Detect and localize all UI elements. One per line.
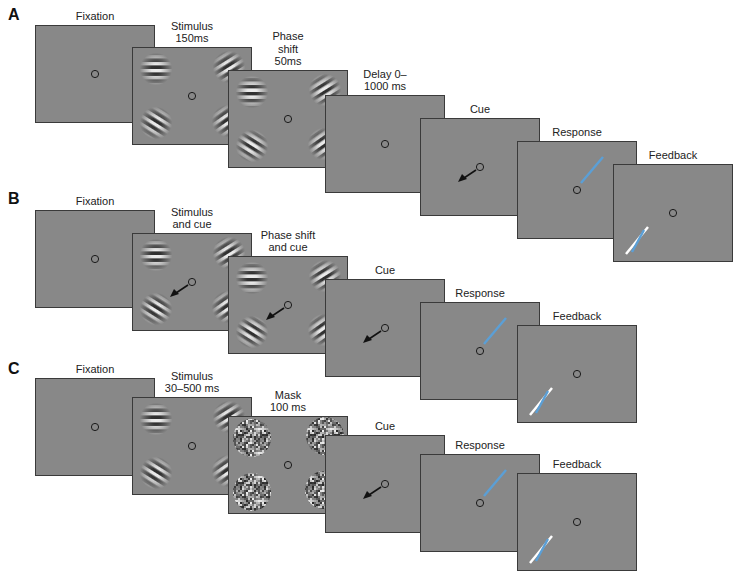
screen-label: Cue <box>365 264 405 277</box>
screen-illustration <box>614 165 732 261</box>
screen-label: Cue <box>365 420 405 433</box>
screen-label: Fixation <box>60 363 130 376</box>
screen-label: Phase shift 50ms <box>268 30 308 68</box>
screen-label: Fixation <box>60 10 130 23</box>
screen-label: Cue <box>460 103 500 116</box>
display-screen: Feedback <box>517 325 637 423</box>
display-screen: Feedback <box>517 473 637 571</box>
screen-label: Phase shift and cue <box>255 229 321 254</box>
screen-label: Stimulus 30–500 ms <box>164 370 220 395</box>
screen-label: Feedback <box>547 310 607 323</box>
screen-label: Response <box>450 287 510 300</box>
screen-label: Mask 100 ms <box>267 389 309 414</box>
screen-illustration <box>518 474 636 570</box>
display-screen: Feedback <box>613 164 733 262</box>
screen-label: Response <box>450 439 510 452</box>
panel-letter: B <box>8 190 20 208</box>
screen-label: Delay 0–1000 ms <box>356 68 414 93</box>
screen-label: Stimulus and cue <box>166 206 218 231</box>
panel-letter: A <box>8 6 20 24</box>
screen-label: Feedback <box>643 149 703 162</box>
screen-label: Stimulus 150ms <box>166 20 218 45</box>
screen-label: Response <box>547 126 607 139</box>
panel-letter: C <box>8 360 20 378</box>
screen-label: Feedback <box>547 458 607 471</box>
screen-label: Fixation <box>60 195 130 208</box>
screen-illustration <box>518 326 636 422</box>
